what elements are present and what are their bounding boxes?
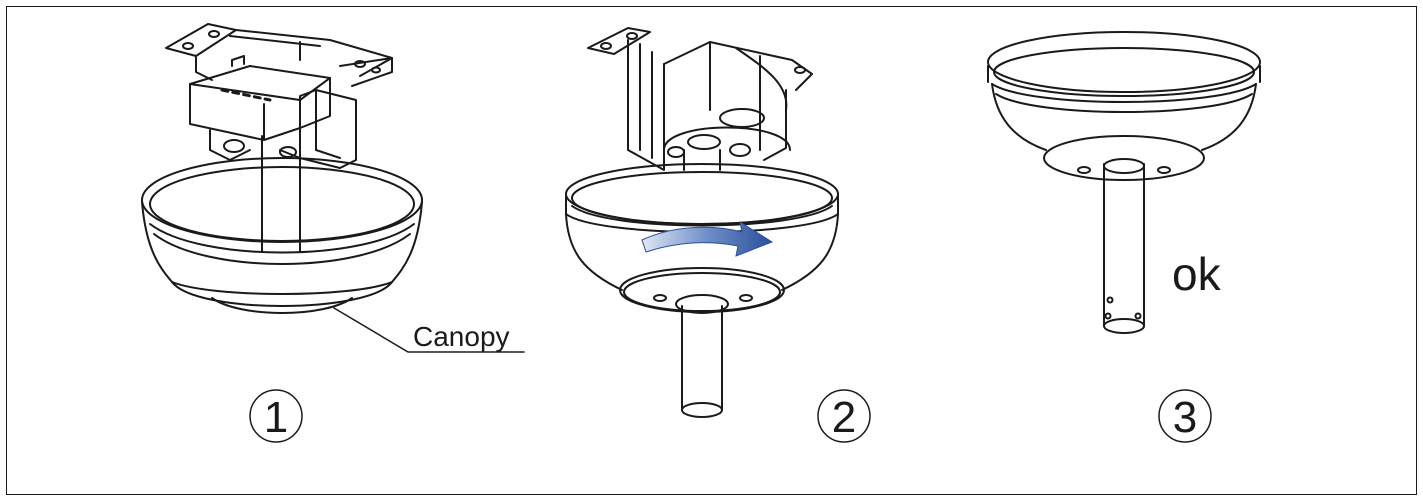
step-number-circle [817, 389, 871, 443]
mounting-bracket [165, 23, 393, 87]
step-3-number: 3 [1173, 393, 1197, 442]
step-1-number: 1 [264, 393, 288, 442]
mounting-bracket [587, 27, 813, 171]
step-2-number: 2 [832, 393, 856, 442]
step-number-circle [1158, 389, 1212, 443]
ok-label: ok [1172, 248, 1222, 300]
step-1-illustration [141, 23, 525, 353]
step-2-illustration [565, 27, 839, 418]
control-box [189, 65, 331, 141]
diagram-frame [6, 6, 1417, 495]
step-3-illustration [987, 31, 1261, 334]
step-number-circle [249, 389, 303, 443]
rotate-direction-arrow-icon [641, 220, 774, 257]
canopy-bowl [987, 31, 1261, 181]
canopy-leader-line [333, 307, 525, 353]
canopy-bowl [141, 157, 423, 314]
canopy-label: Canopy [413, 321, 510, 352]
